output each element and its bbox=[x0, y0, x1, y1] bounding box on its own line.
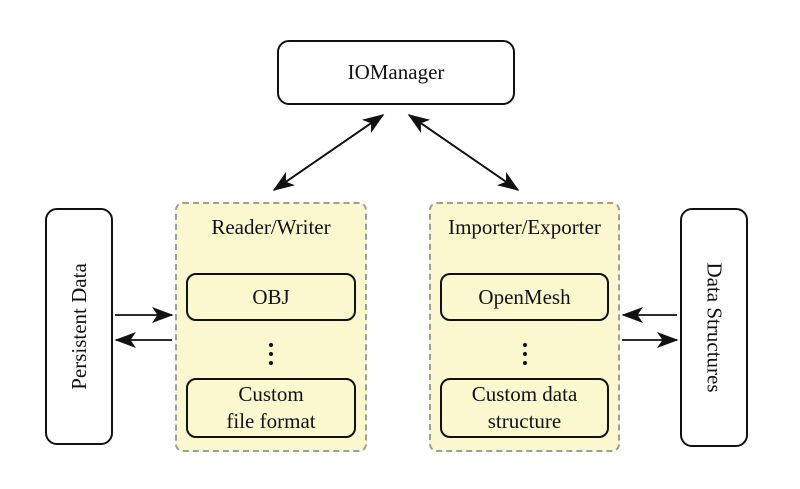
node-obj-label: OBJ bbox=[252, 284, 290, 309]
vertical-ellipsis-icon bbox=[431, 337, 618, 371]
node-custom-data-structure: Custom data structure bbox=[440, 378, 609, 438]
node-custom-file-format: Custom file format bbox=[186, 378, 356, 438]
node-iomanager: IOManager bbox=[277, 40, 515, 105]
group-importer-exporter: Importer/Exporter OpenMesh Custom data s… bbox=[429, 202, 620, 452]
node-openmesh: OpenMesh bbox=[440, 273, 609, 321]
node-obj: OBJ bbox=[186, 273, 356, 321]
arrow-iomanager-importerexporter bbox=[407, 114, 520, 191]
node-iomanager-label: IOManager bbox=[347, 60, 445, 84]
group-reader-writer: Reader/Writer OBJ Custom file format bbox=[175, 202, 367, 452]
group-reader-writer-title: Reader/Writer bbox=[211, 215, 331, 239]
node-custom-file-format-label: Custom file format bbox=[226, 382, 316, 433]
node-data-structures-label: Data Structures bbox=[702, 262, 727, 393]
arrow-iomanager-readerwriter bbox=[272, 114, 385, 191]
group-importer-exporter-title: Importer/Exporter bbox=[448, 215, 601, 239]
node-persistent-data: Persistent Data bbox=[45, 208, 113, 445]
node-persistent-data-label: Persistent Data bbox=[66, 263, 91, 390]
node-data-structures: Data Structures bbox=[680, 208, 748, 447]
node-openmesh-label: OpenMesh bbox=[478, 284, 571, 309]
node-custom-data-structure-label: Custom data structure bbox=[471, 382, 578, 433]
vertical-ellipsis-icon bbox=[177, 337, 365, 371]
